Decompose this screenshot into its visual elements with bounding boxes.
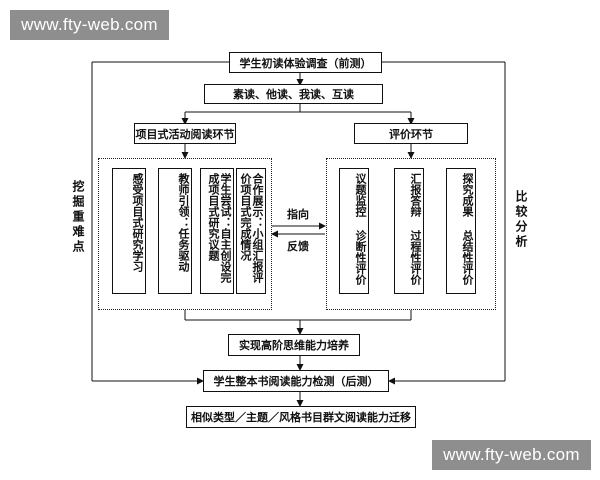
transfer-box: 相似类型／主题／风格书目群文阅读能力迁移 <box>186 406 416 428</box>
pre-survey-box: 学生初读体验调查（前测） <box>229 52 382 73</box>
activity-box-4: 合作展示：小组汇报评价项目式完成情况 <box>236 168 266 294</box>
feedback-label: 反馈 <box>287 240 309 253</box>
right-side-label: 比较分析 <box>514 190 528 250</box>
activity-box-3: 学生尝试：自主创设完成项目式研究议题 <box>200 168 234 294</box>
evaluation-section-box: 评价环节 <box>354 123 468 144</box>
evaluation-group <box>326 158 496 310</box>
activity-box-1: 感受项目式研究学习 <box>112 168 146 294</box>
reading-modes-box: 素读、他读、我读、互读 <box>204 84 383 104</box>
direction-label: 指向 <box>287 208 309 221</box>
evaluation-box-1: 议题监控 诊断性评价 <box>339 168 369 294</box>
project-section-box: 项目式活动阅读环节 <box>134 123 236 144</box>
watermark-bottom: www.fty-web.com <box>432 440 591 470</box>
post-test-box: 学生整本书阅读能力检测（后测） <box>203 370 389 392</box>
goal-box: 实现高阶思维能力培养 <box>228 334 360 356</box>
left-side-label: 挖掘重难点 <box>71 180 85 255</box>
activity-box-2: 教师引领：任务驱动 <box>158 168 192 294</box>
evaluation-box-2: 汇报答辩 过程性评价 <box>394 168 424 294</box>
evaluation-box-3: 探究成果 总结性评价 <box>446 168 476 294</box>
activity-group <box>98 158 272 310</box>
watermark-top: www.fty-web.com <box>10 10 169 40</box>
